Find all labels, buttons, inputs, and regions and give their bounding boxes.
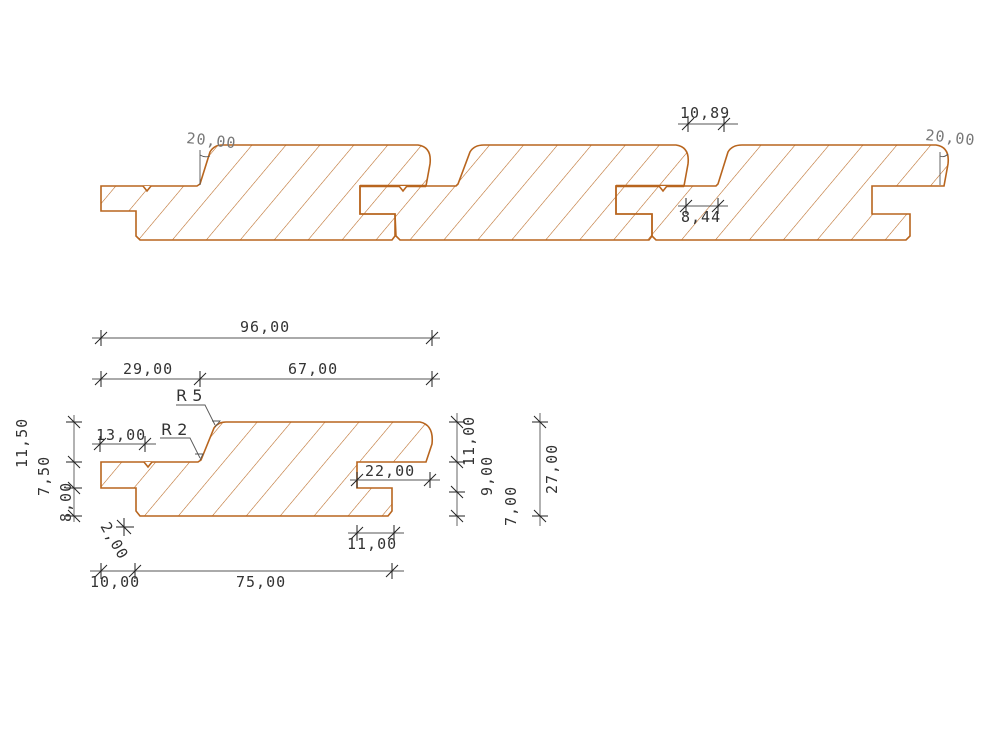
single-profile-view: 96,00 29,00 67,00 R 5 R 2 13,00 11,50 7,… <box>13 318 561 591</box>
angle-arc-left <box>199 154 211 158</box>
notch <box>143 461 153 469</box>
groove-depth-label: 22,00 <box>365 462 415 480</box>
angle-label-right: 20,00 <box>925 126 977 149</box>
gap-width-label: 10,89 <box>680 104 730 122</box>
radius-leader-bottom <box>160 437 201 459</box>
radius-label-bottom: R 2 <box>161 420 187 439</box>
left-middle-label: 7,50 <box>35 456 53 496</box>
tongue-top-label: 13,00 <box>96 426 146 444</box>
notch <box>658 185 668 193</box>
radius-arrow-top <box>212 420 221 428</box>
notch <box>398 185 408 193</box>
angle-arc-right <box>939 153 949 158</box>
right-segment-label: 67,00 <box>288 360 338 378</box>
groove-lip-label: 11,00 <box>347 535 397 553</box>
body-length-label: 75,00 <box>236 573 286 591</box>
groove-offset-label: 8,44 <box>681 208 721 226</box>
right-upper-label: 11,00 <box>460 416 478 466</box>
right-middle-label: 9,00 <box>478 456 496 496</box>
left-upper-label: 11,50 <box>13 418 31 468</box>
thickness-label: 27,00 <box>543 444 561 494</box>
right-lower-label: 7,00 <box>502 486 520 526</box>
notch <box>142 185 152 193</box>
angle-label-left: 20,00 <box>186 129 238 152</box>
left-lower-label: 8,00 <box>57 482 75 522</box>
chamfer-label: 2,00 <box>97 519 133 563</box>
board-3-profile <box>615 144 950 241</box>
radius-arrow-bottom <box>195 453 204 461</box>
board-1-profile <box>100 144 432 241</box>
tongue-offset-label: 10,00 <box>90 573 140 591</box>
radius-leader-top <box>176 404 216 426</box>
radius-label-top: R 5 <box>176 386 202 405</box>
left-segment-label: 29,00 <box>123 360 173 378</box>
assembly-view: 20,00 20,00 10,89 8,44 <box>100 104 977 241</box>
overall-width-label: 96,00 <box>240 318 290 336</box>
